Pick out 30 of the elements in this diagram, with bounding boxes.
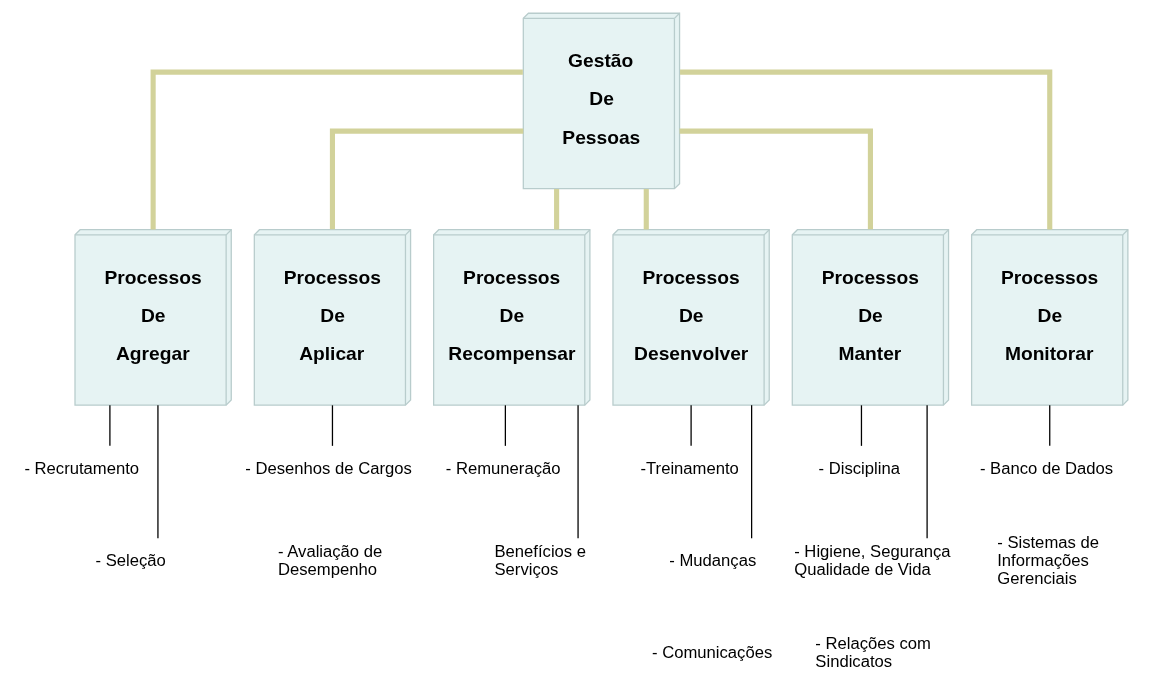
node-text: - Recrutamento [23, 458, 139, 478]
connector [108, 404, 111, 447]
connector [504, 404, 506, 447]
node-text: - Disciplina [818, 458, 900, 478]
node-text: - Seleção [94, 550, 166, 570]
connector [150, 69, 523, 230]
connector [156, 404, 159, 539]
node-text: - Comunicações [651, 643, 772, 663]
node-text: Benefícios e Serviços [493, 541, 586, 579]
connector [643, 189, 649, 230]
node-text: - Banco de Dados [979, 458, 1113, 478]
node-text: - Relações com Sindicatos [814, 634, 931, 672]
node-text: - Sistemas de Informações Gerenciais [996, 532, 1099, 588]
connector [576, 404, 579, 539]
node-text: - Remuneração [445, 458, 561, 478]
connector [553, 189, 559, 230]
connector [331, 404, 333, 447]
connector [925, 404, 928, 539]
node-text: -Treinamento [640, 458, 739, 478]
connector [679, 128, 873, 230]
node-text: - Higiene, Segurança Qualidade de Vida [793, 541, 951, 579]
node-text: - Avaliação de Desempenho [277, 541, 382, 579]
connector [1048, 404, 1050, 447]
connector [679, 69, 1052, 230]
connector [689, 404, 692, 447]
node-text: - Mudanças [668, 550, 756, 570]
connector [329, 128, 523, 230]
connector [860, 404, 862, 447]
node-text: - Desenhos de Cargos [244, 458, 412, 478]
connector [750, 404, 752, 539]
